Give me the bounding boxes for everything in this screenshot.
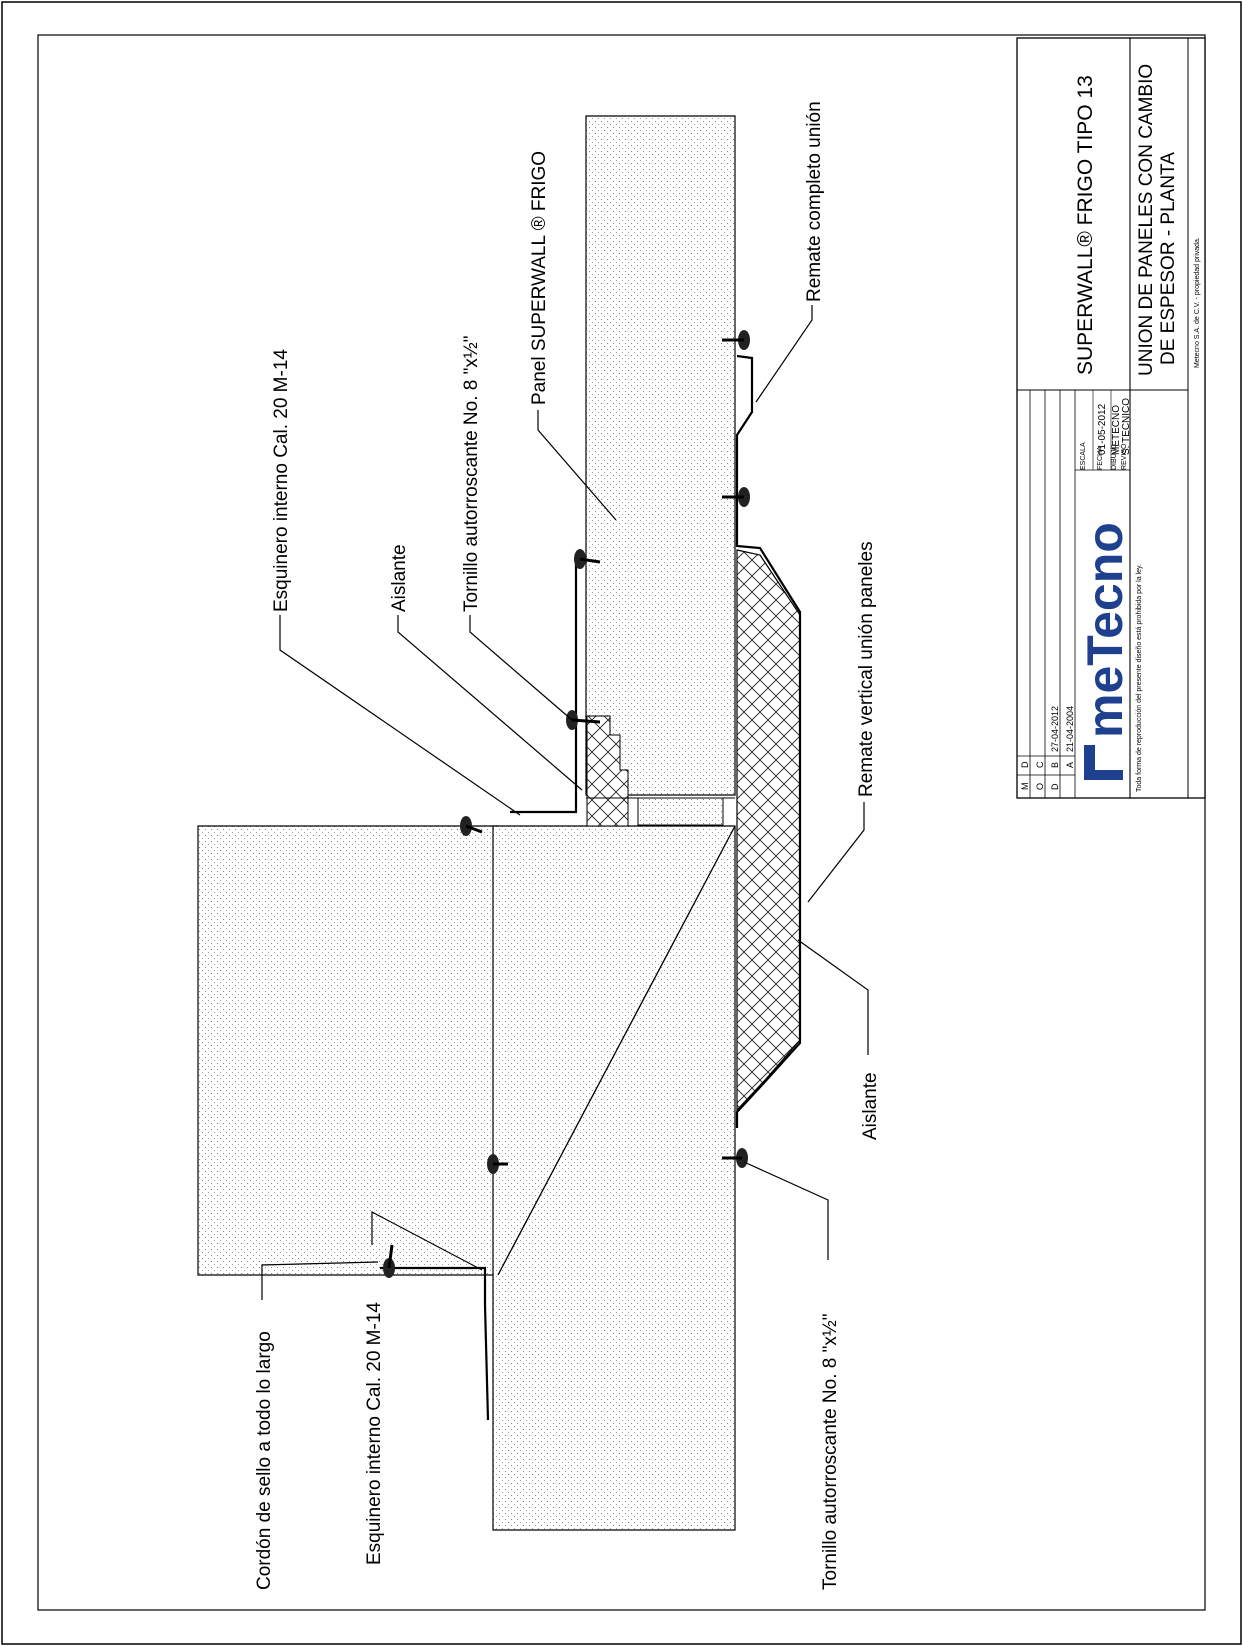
- title-block: SUPERWALL® FRIGO TIPO 13 UNION DE PANELE…: [1016, 37, 1206, 799]
- leader-lines: [261, 305, 869, 1300]
- screw-icon: [383, 1244, 395, 1278]
- panel-stem-left: [197, 825, 499, 1276]
- leader-esquinero-bottom: [371, 1211, 483, 1271]
- leader-remate-completo: [755, 305, 813, 403]
- label-aislante-bottom: Aislante: [860, 1072, 881, 1140]
- screw-icon: [487, 1154, 508, 1174]
- label-panel: Panel SUPERWALL ® FRIGO: [529, 151, 550, 405]
- rev-header-d: D: [1050, 783, 1060, 790]
- tb-checked-value: S. TECNICO: [1121, 398, 1132, 455]
- leader-aislante-top: [397, 615, 583, 791]
- label-esquinero-top: Esquinero interno Cal. 20 M-14: [271, 349, 292, 612]
- rev-header-o: O: [1035, 783, 1045, 790]
- leader-panel: [537, 410, 617, 521]
- label-remate-completo: Remate completo unión: [804, 101, 825, 302]
- tb-owner: Metecno S.A. de C.V. - propiedad privada…: [1194, 237, 1201, 368]
- panel-bottom: [492, 825, 736, 1531]
- tb-drawn-label: DIBUJO: [1111, 444, 1118, 470]
- tb-title: SUPERWALL® FRIGO TIPO 13: [1074, 75, 1097, 375]
- tb-date-label: FECHA: [1097, 446, 1104, 470]
- tb-scale-label: ESCALA: [1080, 442, 1087, 470]
- tb-date-value: 01-05-2012: [1097, 403, 1108, 455]
- tb-subtitle-1: UNION DE PANELES CON CAMBIO: [1136, 64, 1157, 376]
- rev-header-m: M: [1020, 783, 1030, 791]
- screw-icon: [574, 549, 601, 569]
- tb-legal-notice: Toda forma de reproducción del presente …: [1136, 564, 1143, 792]
- rev-date: 21-04-2004: [1065, 706, 1075, 752]
- aislante-plug: [637, 797, 724, 826]
- esquinero-top-trim: [510, 560, 578, 814]
- logo-text: meTecno: [1077, 522, 1133, 738]
- tb-checked-label: REVISÓ: [1119, 443, 1128, 470]
- esquinero-bottom-trim: [380, 1266, 490, 1421]
- screw-icon: [722, 487, 750, 507]
- leader-esquinero-top: [279, 615, 521, 816]
- leader-cordon: [261, 1261, 379, 1300]
- rev-letter: B: [1050, 762, 1060, 768]
- tb-subtitle-2: DE ESPESOR - PLANTA: [1158, 152, 1179, 365]
- rev-letter: D: [1020, 761, 1030, 768]
- rev-letter: A: [1065, 762, 1075, 768]
- leader-tornillo-bottom: [743, 1161, 829, 1260]
- panel-thick-right: [585, 115, 736, 796]
- screw-icon: [722, 330, 750, 350]
- label-aislante-top: Aislante: [389, 544, 410, 612]
- rev-letter: C: [1035, 761, 1045, 768]
- mitre-line: [497, 825, 736, 1276]
- leader-aislante-bottom: [797, 939, 869, 1055]
- leader-remate-vertical: [807, 802, 865, 903]
- label-cordon: Cordón de sello a todo lo largo: [254, 1331, 275, 1590]
- label-tornillo-top: Tornillo autorroscante No. 8 "x½": [461, 336, 482, 612]
- inner-frame: [37, 34, 1206, 1611]
- screw-icon: [460, 816, 483, 836]
- label-tornillo-bottom: Tornillo autorroscante No. 8 "x½": [820, 1314, 841, 1590]
- aislante-outer: [736, 549, 801, 1112]
- remate-completo-trim: [735, 354, 802, 1128]
- leader-tornillo-top: [469, 615, 573, 721]
- tb-drawn-value: METECNO: [1111, 405, 1122, 455]
- label-remate-vertical: Remate vertical unión paneles: [856, 541, 877, 797]
- metecno-logo: meTecno: [1077, 522, 1133, 780]
- label-esquinero-bottom: Esquinero interno Cal. 20 M-14: [364, 1302, 385, 1565]
- rev-date: 27-04-2012: [1050, 706, 1060, 752]
